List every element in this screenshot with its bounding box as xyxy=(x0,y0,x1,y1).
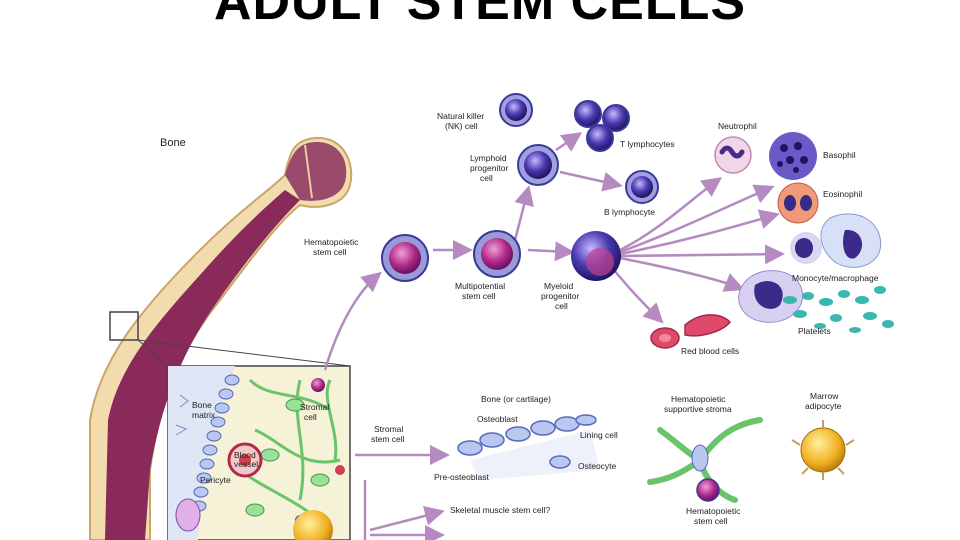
osteocyte-label: Osteocyte xyxy=(578,461,617,471)
lymphoid-label-3: cell xyxy=(480,173,493,183)
hsc-cell xyxy=(381,234,429,282)
support-stroma-label-1: Hematopoietic xyxy=(671,394,726,404)
adipocyte-label-2: adipocyte xyxy=(805,401,842,411)
marrow-inset xyxy=(167,365,351,540)
multipotential-label-1: Multipotential xyxy=(455,281,505,291)
osteoblast-label: Osteoblast xyxy=(477,414,518,424)
pre-osteoblast-label: Pre-osteoblast xyxy=(434,472,489,482)
osteoblast-layer xyxy=(457,414,600,480)
hsc-label-1: Hematopoietic xyxy=(304,237,359,247)
hsc2-label-2: stem cell xyxy=(694,516,728,526)
marrow-adipocyte xyxy=(791,420,855,480)
multipotential-label-2: stem cell xyxy=(462,291,496,301)
basophil xyxy=(769,132,817,180)
bone-cartilage-label: Bone (or cartilage) xyxy=(481,394,551,404)
basophil-label: Basophil xyxy=(823,150,856,160)
support-stroma-label-2: supportive stroma xyxy=(664,404,732,414)
t-lymph-label: T lymphocytes xyxy=(620,139,675,149)
platelets xyxy=(783,286,894,333)
lymphoid-label-2: progenitor xyxy=(470,163,508,173)
macrophage-large xyxy=(738,270,803,323)
neutrophil xyxy=(714,136,752,174)
lymphoid-label-1: Lymphoid xyxy=(470,153,507,163)
zoom-box xyxy=(109,311,139,341)
bone-label: Bone xyxy=(160,137,186,149)
bone-matrix-label-2: matrix xyxy=(192,410,216,420)
adipocyte-label-1: Marrow xyxy=(810,391,839,401)
myeloid-cell xyxy=(571,231,621,281)
red-blood-cells xyxy=(650,314,732,349)
pericyte-label: Pericyte xyxy=(200,475,231,485)
neutrophil-label: Neutrophil xyxy=(718,121,757,131)
page-title: ADULT STEM CELLS xyxy=(213,0,747,31)
lining-cell-label: Lining cell xyxy=(580,430,618,440)
lymphoid-cell xyxy=(517,144,559,186)
myeloid-label-2: progenitor xyxy=(541,291,579,301)
b-lymphocyte xyxy=(625,170,659,204)
hsc2-label-1: Hematopoietic xyxy=(686,506,741,516)
myeloid-label-1: Myeloid xyxy=(544,281,574,291)
blood-vessel-label-2: vessel xyxy=(234,459,258,469)
bone-matrix-label-1: Bone xyxy=(192,400,212,410)
stromal-cell-label-1: Stromal xyxy=(300,402,329,412)
nk-cell xyxy=(499,93,533,127)
supportive-stroma-cell xyxy=(647,417,763,503)
nk-label-1: Natural killer xyxy=(437,111,484,121)
blood-vessel-label-1: Blood xyxy=(234,450,256,460)
platelets-label: Platelets xyxy=(798,326,831,336)
monocyte-label: Monocyte/macrophage xyxy=(792,273,879,283)
multipotential-cell xyxy=(473,230,521,278)
myeloid-label-3: cell xyxy=(555,301,568,311)
stromal-cell-label-2: cell xyxy=(304,412,317,422)
stromal-stem-label-2: stem cell xyxy=(371,434,405,444)
b-lymph-label: B lymphocyte xyxy=(604,207,655,217)
rbc-label: Red blood cells xyxy=(681,346,739,356)
t-lymphocytes xyxy=(574,100,630,152)
eosinophil-label: Eosinophil xyxy=(823,189,862,199)
arrows xyxy=(323,132,785,540)
monocyte-macrophage xyxy=(790,213,882,268)
skeletal-label: Skeletal muscle stem cell? xyxy=(450,505,550,515)
nk-label-2: (NK) cell xyxy=(445,121,478,131)
bone-illustration xyxy=(89,136,353,540)
hsc-label-2: stem cell xyxy=(313,247,347,257)
eosinophil xyxy=(777,182,819,224)
stromal-stem-label-1: Stromal xyxy=(374,424,403,434)
